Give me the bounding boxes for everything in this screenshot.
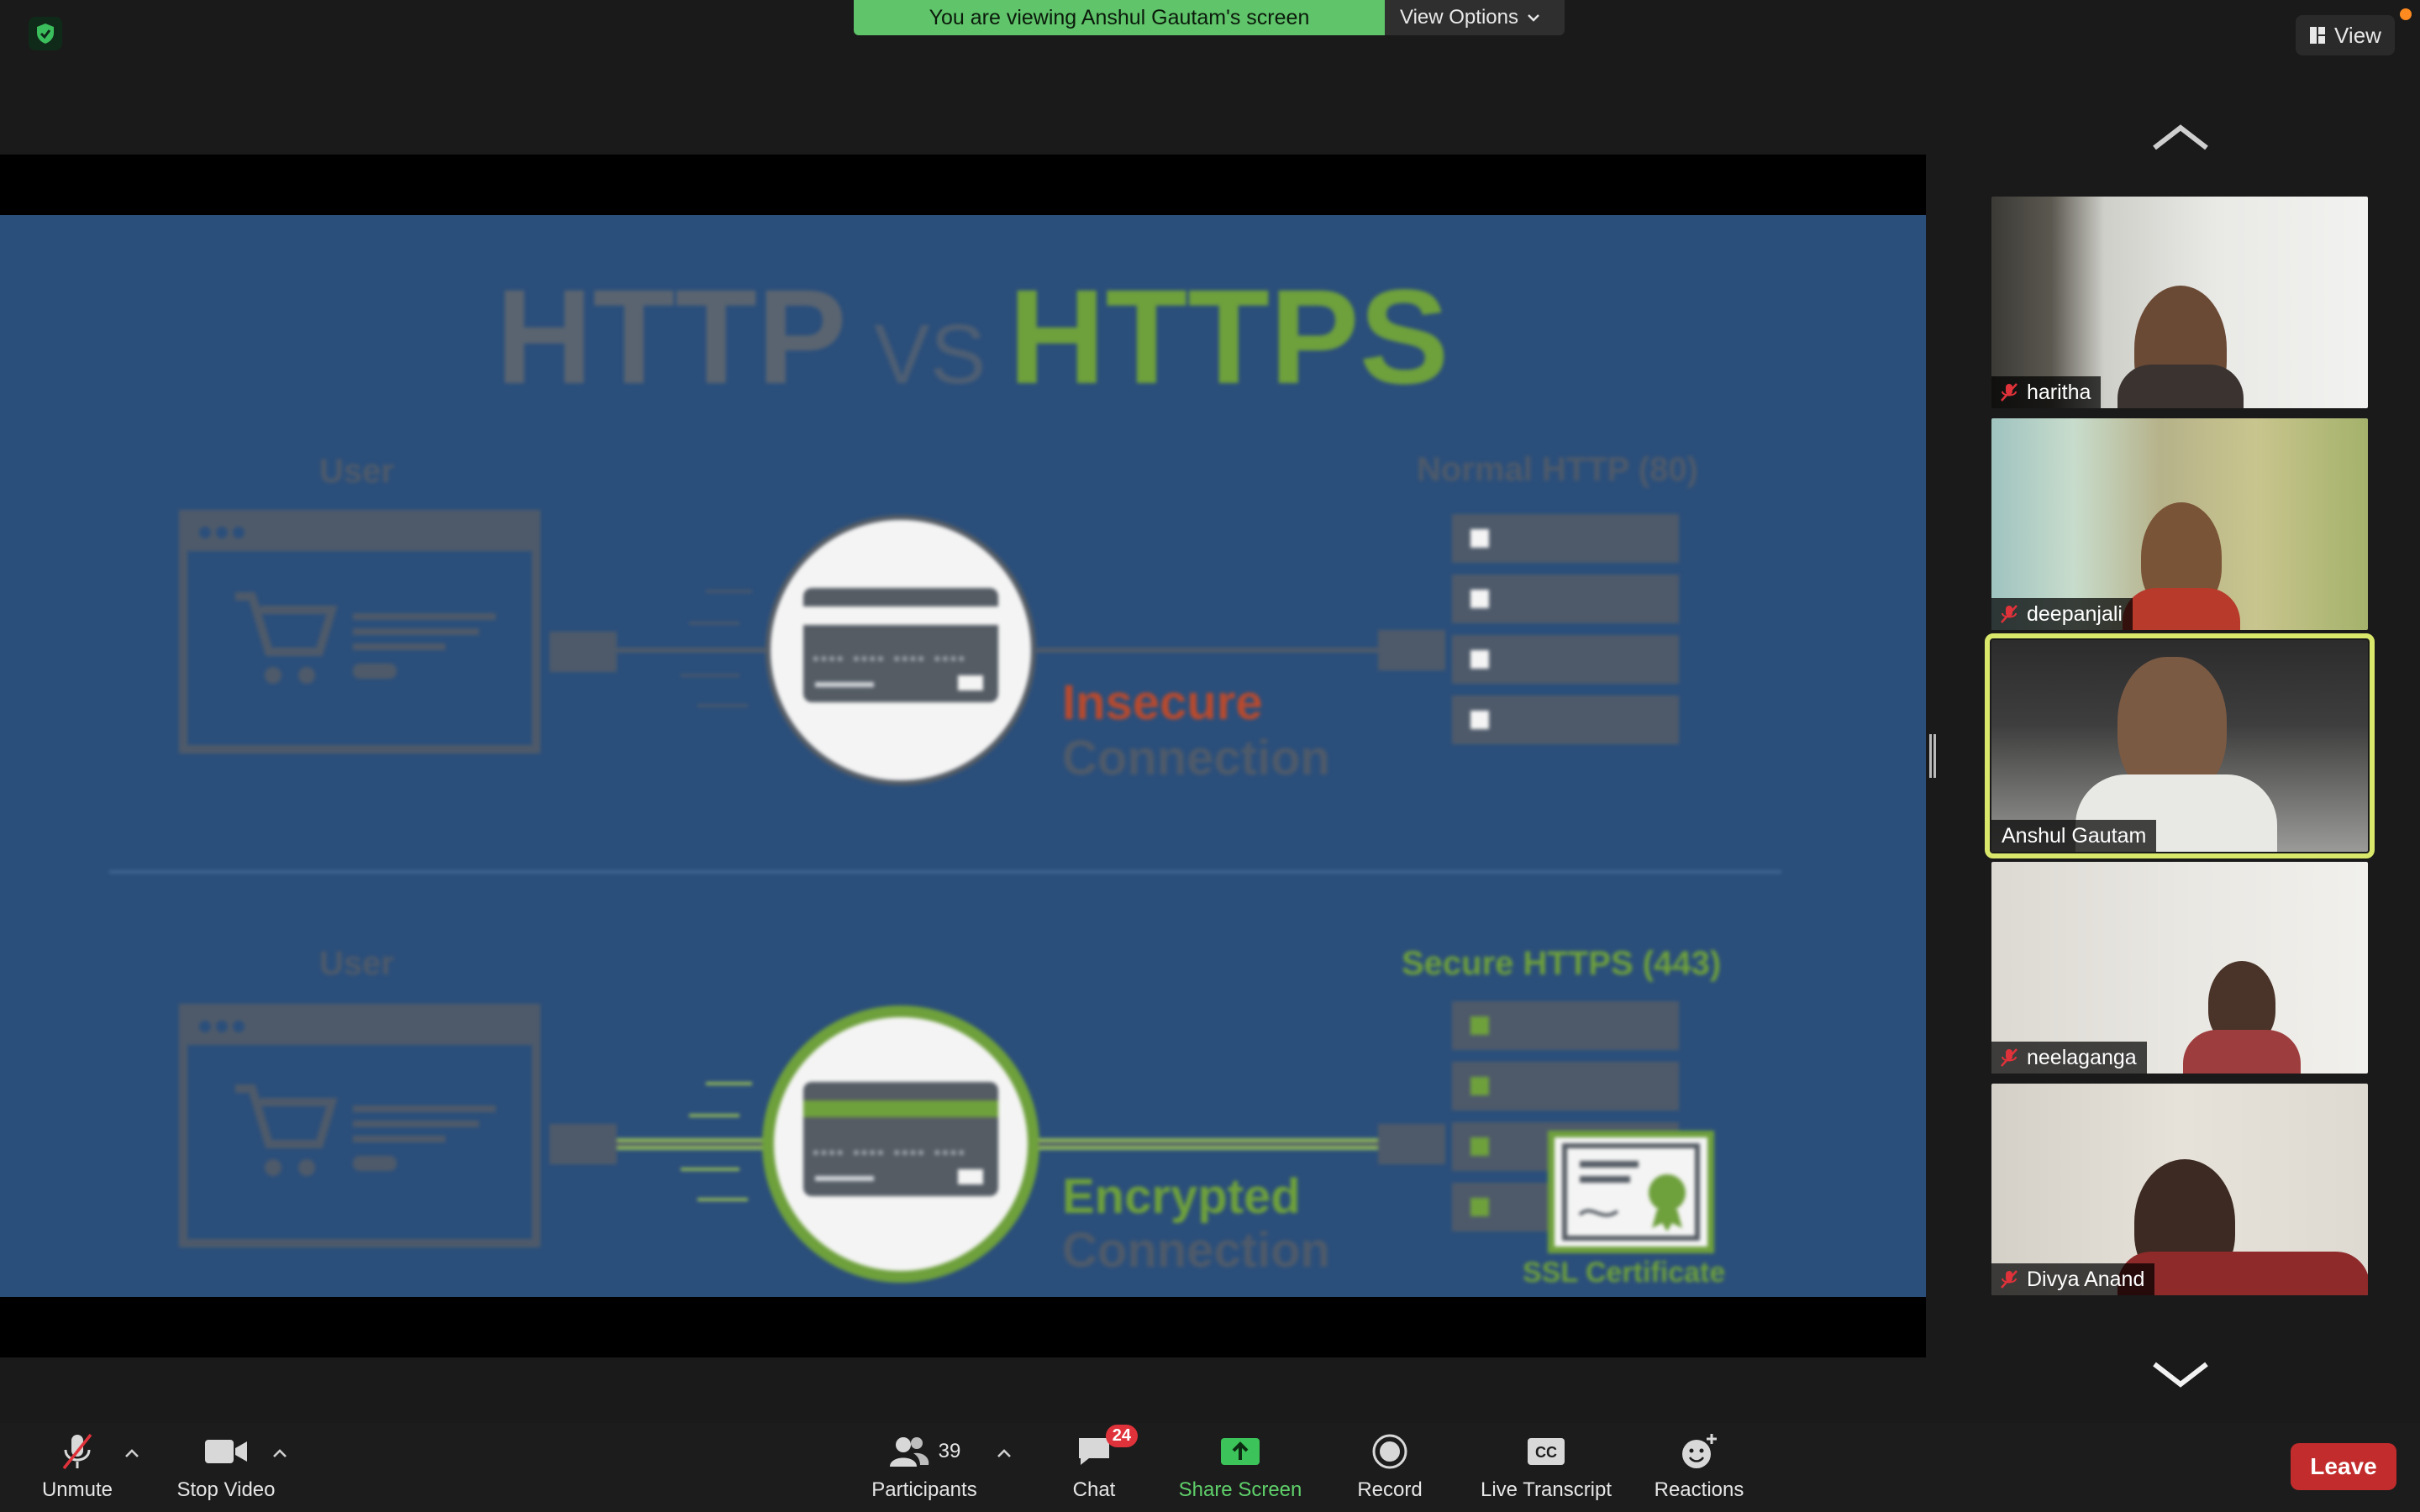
muted-mic-icon [2001,1270,2018,1289]
share-screen-icon [1221,1438,1260,1465]
video-camera-icon [205,1440,247,1463]
view-options-label: View Options [1400,6,1518,29]
slide-title-http: HTTP [496,261,847,412]
video-tile-haritha[interactable]: haritha [1991,197,2368,408]
unmute-label: Unmute [41,1478,113,1501]
unmute-button[interactable]: Unmute [37,1423,118,1512]
record-icon [1372,1434,1407,1469]
top-server-stack [1452,514,1679,744]
layout-grid-icon [2310,27,2326,44]
participant-shoulders [2118,1252,2368,1295]
gallery-scroll-up-icon[interactable] [2151,121,2210,155]
ssl-certificate-label: SSL Certificate [1523,1257,1725,1289]
muted-mic-icon [2001,1048,2018,1067]
svg-text:CC: CC [1535,1444,1557,1461]
video-tile-neelaganga[interactable]: neelaganga [1991,862,2368,1074]
stop-video-label: Stop Video [176,1478,276,1501]
bottom-credit-card: **** **** **** **** [803,1082,998,1196]
record-label: Record [1357,1478,1423,1501]
participant-nametag: Anshul Gautam [1991,820,2157,852]
chat-unread-badge: 24 [1105,1425,1138,1447]
participant-nametag: Divya Anand [1991,1263,2155,1295]
record-button[interactable]: Record [1348,1423,1432,1512]
chat-button[interactable]: 24 Chat [1060,1423,1138,1512]
participant-shoulders [2118,365,2244,408]
participant-nametag: haritha [1991,376,2102,408]
viewing-screen-notice: You are viewing Anshul Gautam's screen [854,0,1385,35]
insecure-connection-line2: Connection [1062,731,1330,785]
shared-screen[interactable]: HTTP VS HTTPS User [0,155,1926,1357]
view-label: View [2334,22,2381,48]
screen-share-banner: You are viewing Anshul Gautam's screen V… [854,0,1565,35]
participant-name: Divya Anand [2027,1267,2145,1291]
microphone-muted-icon [62,1433,92,1470]
leave-meeting-button[interactable]: Leave [2291,1443,2396,1490]
encrypted-connection-line1: Encrypted [1062,1169,1301,1224]
slide-title-vs: VS [874,307,986,402]
presentation-slide: HTTP VS HTTPS User [0,215,1926,1297]
video-tile-deepanjali[interactable]: deepanjali [1991,418,2368,630]
top-user-label: User [319,453,394,490]
stop-video-button[interactable]: Stop Video [171,1423,281,1512]
security-shield-icon[interactable] [29,17,62,50]
slide-title-https: HTTPS [1008,261,1449,412]
participant-shoulders [2123,588,2240,630]
meeting-toolbar: Unmute Stop Video 39 Participants 24 Cha… [0,1423,2420,1512]
top-credit-card: **** **** **** **** [803,588,998,702]
muted-mic-icon [2001,605,2018,623]
view-layout-button[interactable]: View [2296,15,2395,55]
participants-icon [889,1437,929,1467]
bottom-browser-window [179,1004,540,1247]
participants-button[interactable]: 39 Participants [865,1423,983,1512]
muted-mic-icon [2001,383,2018,402]
chevron-down-icon [1528,14,1539,22]
reactions-button[interactable]: Reactions [1649,1423,1749,1512]
participants-label: Participants [871,1478,977,1501]
bottom-user-label: User [319,945,394,982]
participant-nametag: neelaganga [1991,1042,2147,1074]
insecure-connection-line1: Insecure [1062,675,1263,730]
participant-name: haritha [2027,380,2091,404]
participant-shoulders [2183,1030,2301,1074]
view-options-button[interactable]: View Options [1385,0,1565,35]
share-screen-button[interactable]: Share Screen [1170,1423,1311,1512]
gallery-scroll-down-icon[interactable] [2151,1357,2210,1391]
participant-nametag: deepanjali [1991,598,2133,630]
participant-name: Anshul Gautam [2002,823,2147,848]
notification-dot [2400,8,2412,20]
ssl-certificate-icon [1548,1131,1714,1253]
encrypted-connection-line2: Connection [1062,1223,1330,1278]
participants-count: 39 [938,1440,961,1462]
normal-http-label: Normal HTTP (80) [1417,451,1698,488]
secure-https-label: Secure HTTPS (443) [1402,945,1721,982]
closed-captions-icon: CC [1528,1438,1565,1465]
top-browser-window [179,510,540,753]
smiley-reaction-icon [1682,1434,1717,1468]
video-tile-divya-anand[interactable]: Divya Anand [1991,1084,2368,1295]
chat-label: Chat [1072,1478,1116,1501]
participant-name: neelaganga [2027,1045,2137,1069]
reactions-label: Reactions [1654,1478,1744,1501]
participants-options-chevron-icon[interactable] [993,1443,1015,1465]
video-tile-anshul-gautam[interactable]: Anshul Gautam [1985,633,2375,858]
http-vs-https-diagram: HTTP VS HTTPS User [109,261,1781,1289]
audio-options-chevron-icon[interactable] [121,1443,143,1465]
panel-resize-handle[interactable] [1929,734,1936,778]
top-card-number: **** **** **** **** [812,653,965,669]
live-transcript-label: Live Transcript [1480,1478,1612,1501]
participant-name: deepanjali [2027,601,2123,626]
video-options-chevron-icon[interactable] [269,1443,291,1465]
bottom-card-number: **** **** **** **** [812,1147,965,1163]
live-transcript-button[interactable]: CC Live Transcript [1470,1423,1622,1512]
chat-bubble-icon [1079,1438,1109,1465]
share-screen-label: Share Screen [1178,1478,1302,1501]
